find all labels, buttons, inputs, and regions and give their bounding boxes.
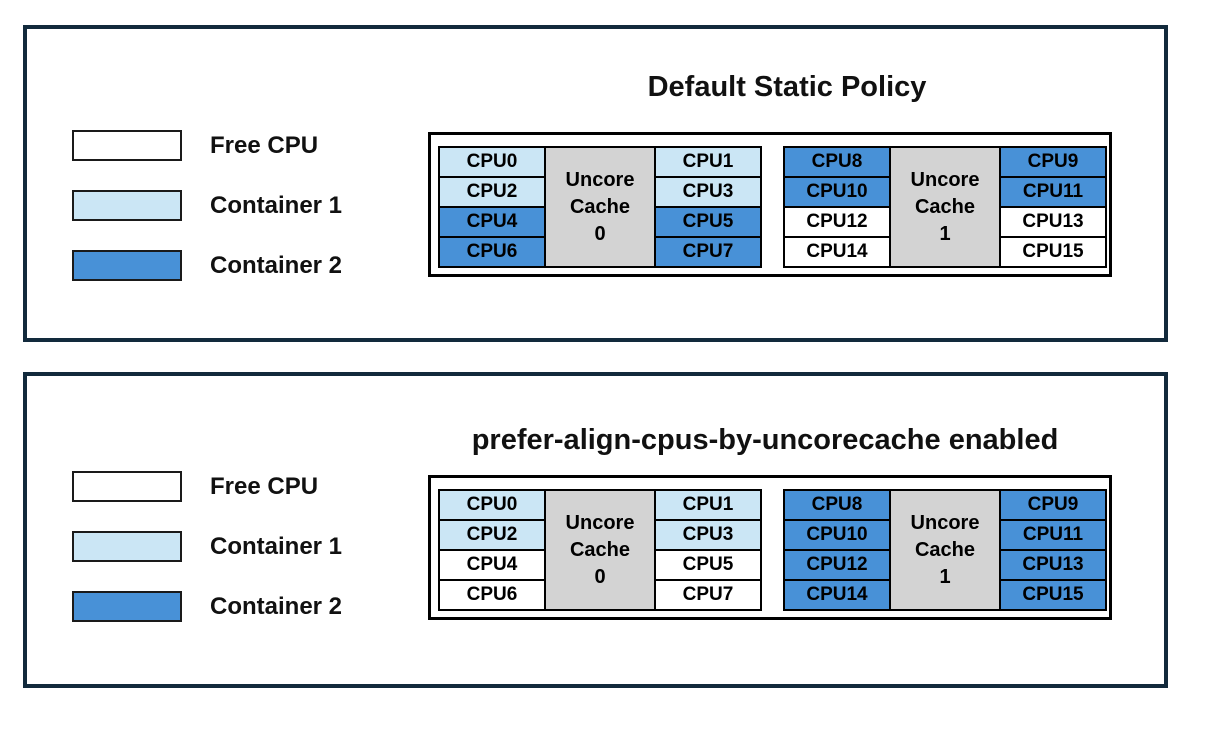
legend-label: Free CPU bbox=[210, 472, 319, 500]
uncore-label-line: 0 bbox=[594, 565, 606, 588]
cpu-cell: CPU15 bbox=[1001, 581, 1105, 609]
cpu-cell: CPU0 bbox=[440, 491, 544, 519]
uncore-label-line: Cache bbox=[569, 538, 631, 561]
panel-default-static-policy: Default Static Policy Free CPU Container… bbox=[23, 25, 1168, 342]
cpu-cell: CPU5 bbox=[656, 551, 760, 579]
cpu-cell: CPU8 bbox=[785, 148, 889, 176]
legend-label: Container 2 bbox=[210, 251, 343, 279]
cpu-cell: CPU2 bbox=[440, 178, 544, 206]
uncore-label-line: Uncore bbox=[565, 511, 635, 534]
container-1-swatch bbox=[72, 531, 182, 562]
cpu-cell: CPU4 bbox=[440, 551, 544, 579]
cpu-cell: CPU5 bbox=[656, 208, 760, 236]
uncore-cache-box: Uncore Cache 0 bbox=[546, 491, 654, 609]
cpu-cell: CPU0 bbox=[440, 148, 544, 176]
container-1-swatch bbox=[72, 190, 182, 221]
cpu-cell: CPU4 bbox=[440, 208, 544, 236]
panel-title: Default Static Policy bbox=[647, 71, 927, 103]
legend-label: Container 1 bbox=[210, 191, 343, 219]
cpu-cell: CPU10 bbox=[785, 178, 889, 206]
cpu-cell: CPU15 bbox=[1001, 238, 1105, 266]
cpu-cell: CPU12 bbox=[785, 208, 889, 236]
cpu-topology-diagram: CPU0 CPU2 CPU4 CPU6 Uncore Cache 0 CPU1 … bbox=[428, 475, 1112, 620]
legend-label: Container 1 bbox=[210, 532, 343, 560]
cpu-cell: CPU13 bbox=[1001, 208, 1105, 236]
uncore-cache-1-group: CPU8 CPU10 CPU12 CPU14 Uncore Cache 1 CP… bbox=[783, 146, 1107, 268]
legend: Free CPU Container 1 Container 2 bbox=[72, 130, 342, 281]
legend-label: Free CPU bbox=[210, 131, 319, 159]
panel-title: prefer-align-cpus-by-uncorecache enabled bbox=[471, 424, 1059, 456]
legend: Free CPU Container 1 Container 2 bbox=[72, 471, 342, 622]
cpu-cell: CPU1 bbox=[656, 491, 760, 519]
panel-prefer-align-cpus-by-uncorecache: prefer-align-cpus-by-uncorecache enabled… bbox=[23, 372, 1168, 688]
container-2-swatch bbox=[72, 250, 182, 281]
uncore-cache-0-group: CPU0 CPU2 CPU4 CPU6 Uncore Cache 0 CPU1 … bbox=[438, 489, 762, 611]
cpu-cell: CPU12 bbox=[785, 551, 889, 579]
cpu-cell: CPU14 bbox=[785, 581, 889, 609]
cpu-topology-diagram: CPU0 CPU2 CPU4 CPU6 Uncore Cache 0 CPU1 … bbox=[428, 132, 1112, 277]
uncore-cache-0-group: CPU0 CPU2 CPU4 CPU6 Uncore Cache 0 CPU1 … bbox=[438, 146, 762, 268]
container-2-swatch bbox=[72, 591, 182, 622]
cpu-cell: CPU3 bbox=[656, 178, 760, 206]
cpu-cell: CPU9 bbox=[1001, 148, 1105, 176]
uncore-label-line: Cache bbox=[914, 538, 976, 561]
uncore-label-line: Cache bbox=[569, 195, 631, 218]
cpu-cell: CPU6 bbox=[440, 581, 544, 609]
cpu-cell: CPU6 bbox=[440, 238, 544, 266]
uncore-cache-1-group: CPU8 CPU10 CPU12 CPU14 Uncore Cache 1 CP… bbox=[783, 489, 1107, 611]
cpu-cell: CPU9 bbox=[1001, 491, 1105, 519]
cpu-cell: CPU14 bbox=[785, 238, 889, 266]
cpu-cell: CPU2 bbox=[440, 521, 544, 549]
uncore-cache-box: Uncore Cache 0 bbox=[546, 148, 654, 266]
uncore-label-line: Cache bbox=[914, 195, 976, 218]
legend-item-container-1: Container 1 bbox=[72, 190, 342, 221]
legend-item-free-cpu: Free CPU bbox=[72, 471, 342, 502]
cpu-cell: CPU7 bbox=[656, 581, 760, 609]
legend-item-free-cpu: Free CPU bbox=[72, 130, 342, 161]
uncore-label-line: Uncore bbox=[565, 168, 635, 191]
free-cpu-swatch bbox=[72, 130, 182, 161]
uncore-cache-box: Uncore Cache 1 bbox=[891, 148, 999, 266]
cpu-cell: CPU11 bbox=[1001, 521, 1105, 549]
uncore-label-line: 1 bbox=[939, 222, 951, 245]
legend-item-container-2: Container 2 bbox=[72, 591, 342, 622]
cpu-cell: CPU3 bbox=[656, 521, 760, 549]
cpu-cell: CPU7 bbox=[656, 238, 760, 266]
legend-item-container-1: Container 1 bbox=[72, 531, 342, 562]
cpu-cell: CPU11 bbox=[1001, 178, 1105, 206]
uncore-label-line: Uncore bbox=[910, 168, 980, 191]
uncore-label-line: 1 bbox=[939, 565, 951, 588]
legend-label: Container 2 bbox=[210, 592, 343, 620]
cpu-cell: CPU10 bbox=[785, 521, 889, 549]
uncore-label-line: 0 bbox=[594, 222, 606, 245]
legend-item-container-2: Container 2 bbox=[72, 250, 342, 281]
free-cpu-swatch bbox=[72, 471, 182, 502]
uncore-cache-box: Uncore Cache 1 bbox=[891, 491, 999, 609]
cpu-cell: CPU8 bbox=[785, 491, 889, 519]
uncore-label-line: Uncore bbox=[910, 511, 980, 534]
cpu-cell: CPU1 bbox=[656, 148, 760, 176]
cpu-cell: CPU13 bbox=[1001, 551, 1105, 579]
